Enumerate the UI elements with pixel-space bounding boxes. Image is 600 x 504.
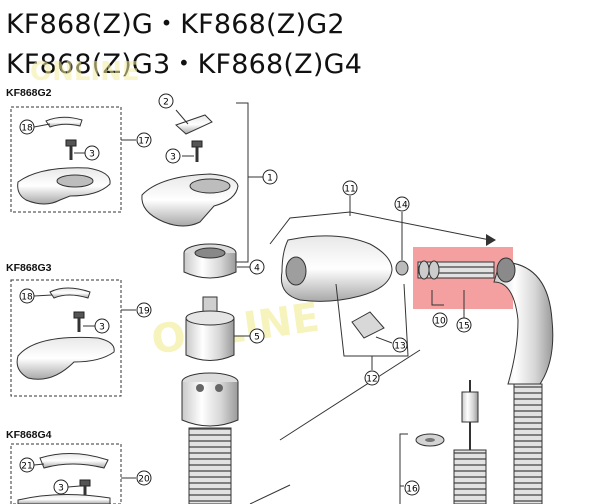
spray-head-nozzle <box>285 256 307 286</box>
guide-line-a <box>279 349 421 441</box>
group-box-g2 <box>10 106 122 213</box>
callout-16: 16 <box>404 480 420 496</box>
connector-ring-b <box>428 260 440 280</box>
screw-head-g3 <box>73 311 85 319</box>
lever-handle-g3 <box>16 336 115 380</box>
nut-body-part-4 <box>183 253 237 279</box>
callout-text-5: 5 <box>254 333 260 343</box>
callout-text-19: 19 <box>138 307 150 317</box>
callout-text-11: 11 <box>344 185 355 195</box>
hose-fitting-lower <box>453 449 487 504</box>
leader-10 <box>431 290 444 306</box>
cap-part-18-g3 <box>49 287 91 299</box>
callout-18-g2: 18 <box>19 119 35 135</box>
leader-18 <box>33 123 51 128</box>
washer-hole-16 <box>425 438 435 442</box>
callout-text-16: 16 <box>406 485 418 495</box>
callout-2: 2 <box>158 93 174 109</box>
callout-12: 12 <box>364 370 380 386</box>
lever-handle-g4 <box>17 493 111 504</box>
online-watermark: ONLINE <box>149 295 322 364</box>
callout-3-g2: 3 <box>84 145 100 161</box>
body-upper <box>181 382 239 427</box>
group-box-g3 <box>10 279 122 397</box>
callout-text-10: 10 <box>434 317 446 327</box>
body-thread-shank <box>188 427 232 504</box>
callout-text-18-g3: 18 <box>21 293 33 303</box>
spout-outlet <box>496 257 516 283</box>
leader-13 <box>375 336 393 344</box>
callout-3-g3: 3 <box>94 318 110 334</box>
leader-2 <box>175 109 189 125</box>
clip-part-13 <box>351 311 385 339</box>
screw-head-g4 <box>79 479 91 487</box>
callout-20: 20 <box>136 470 152 486</box>
callout-text-3-g3: 3 <box>99 323 105 333</box>
hose-fitting-upper <box>461 391 479 423</box>
group-label-kf868g2: KF868G2 <box>6 87 52 99</box>
group-box-g4 <box>10 443 122 504</box>
callout-21: 21 <box>19 457 35 473</box>
connector-ring-a <box>418 260 430 280</box>
callout-text-1: 1 <box>267 174 273 184</box>
callout-text-13: 13 <box>394 342 405 352</box>
callout-text-14: 14 <box>396 201 408 211</box>
callout-3-g4: 3 <box>53 479 69 495</box>
callout-text-4: 4 <box>254 264 260 274</box>
leader-18-g3 <box>33 294 53 297</box>
washer-part-14 <box>395 260 409 276</box>
callout-1: 1 <box>262 169 278 185</box>
callout-text-20: 20 <box>138 475 150 485</box>
screw-head-center <box>191 140 203 148</box>
callout-text-3-g4: 3 <box>58 484 64 494</box>
screw-head-g2 <box>65 139 77 147</box>
clip-part-2 <box>175 114 213 135</box>
diagram-title-line-1: KF868(Z)G・KF868(Z)G2 <box>6 9 345 40</box>
callout-text-18-g2: 18 <box>21 124 33 134</box>
lever-slot-center <box>189 178 231 194</box>
callout-text-15: 15 <box>458 322 469 332</box>
guide-line-b <box>249 484 291 504</box>
spout-thread-shank <box>513 383 543 504</box>
bracket-16 <box>399 433 408 504</box>
cartridge-top <box>185 310 235 326</box>
group-label-kf868g3: KF868G3 <box>6 262 52 274</box>
callout-text-21: 21 <box>21 462 32 472</box>
leader-11-b <box>269 211 491 245</box>
callout-14: 14 <box>394 196 410 212</box>
callout-19: 19 <box>136 302 152 318</box>
cap-part-21 <box>39 452 109 469</box>
spray-head-part-11 <box>280 235 393 302</box>
callout-text-17: 17 <box>138 137 149 147</box>
group-label-kf868g4: KF868G4 <box>6 429 52 441</box>
leader-11-arrow <box>486 234 496 246</box>
callout-17: 17 <box>136 132 152 148</box>
callout-text-3-center: 3 <box>170 153 176 163</box>
nut-hole-part-4 <box>194 247 226 259</box>
callout-18-g3: 18 <box>19 288 35 304</box>
callout-4: 4 <box>249 259 265 275</box>
leader-21 <box>33 463 45 466</box>
body-port-b <box>215 384 223 392</box>
callout-5: 5 <box>249 328 265 344</box>
callout-text-2: 2 <box>163 98 169 108</box>
callout-10: 10 <box>432 312 448 328</box>
callout-3-center: 3 <box>165 148 181 164</box>
callout-11: 11 <box>342 180 358 196</box>
callout-13: 13 <box>392 337 408 353</box>
online-watermark-top: ONLINE <box>30 57 140 87</box>
callout-text-3-g2: 3 <box>89 150 95 160</box>
handle-slot-g2 <box>56 174 94 188</box>
body-port-a <box>196 384 204 392</box>
bracket-1 <box>236 102 249 263</box>
cap-part-18 <box>45 116 83 128</box>
bracket-12 <box>335 283 409 357</box>
diagram-title-line-2: KF868(Z)G3・KF868(Z)G4 <box>6 49 363 80</box>
callout-15: 15 <box>456 317 472 333</box>
callout-text-12: 12 <box>366 375 377 385</box>
leader-3-g4 <box>67 485 81 488</box>
